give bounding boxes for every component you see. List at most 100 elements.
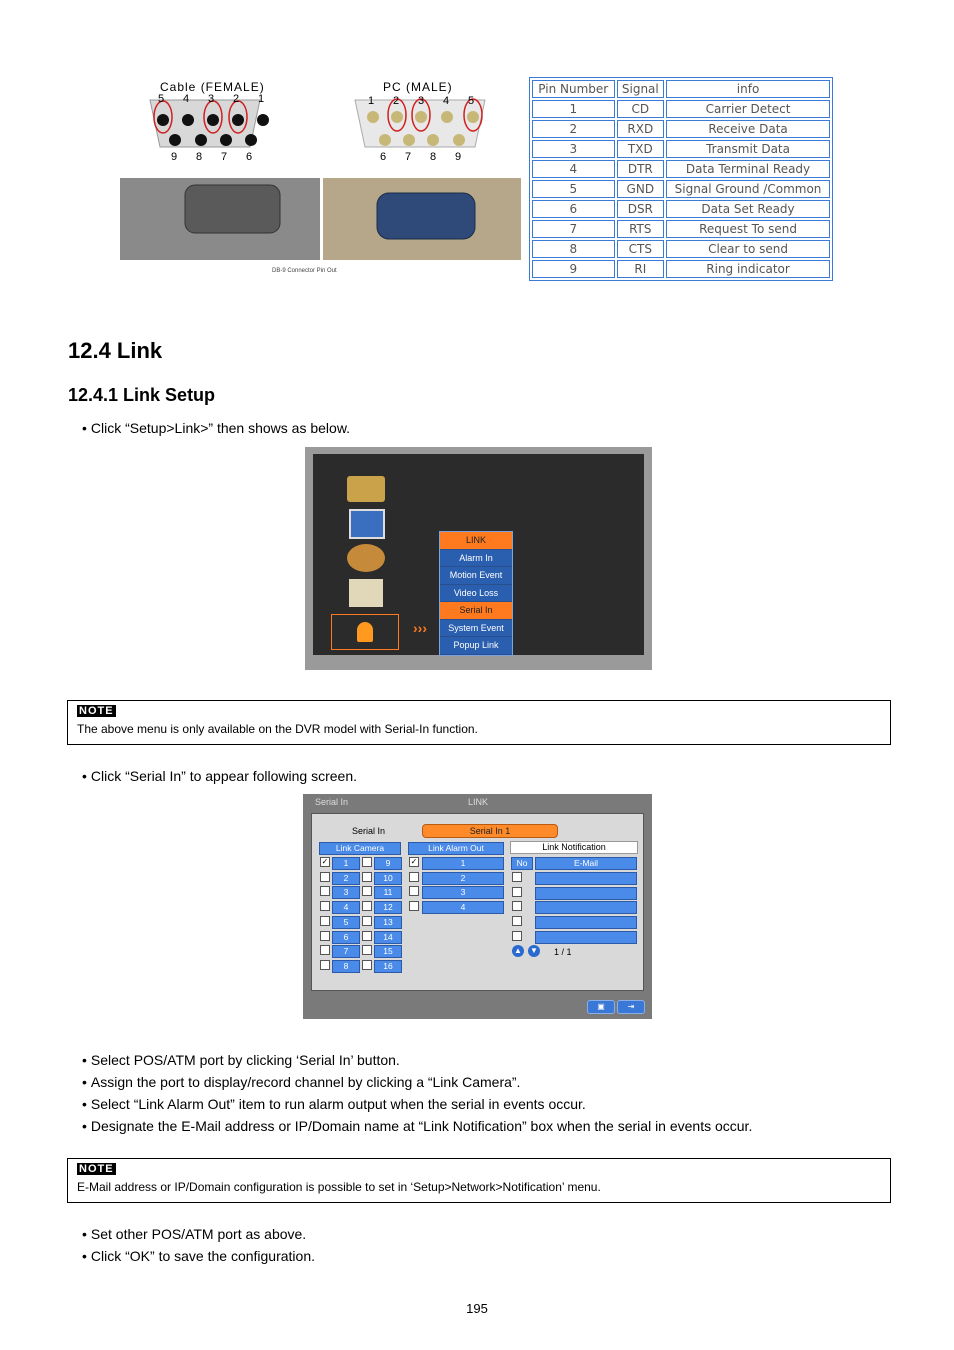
link-camera-checkbox[interactable] xyxy=(362,930,372,941)
link-camera-checkbox[interactable] xyxy=(320,915,330,926)
link-camera-channel[interactable]: 9 xyxy=(374,857,402,870)
pin-table-cell: 8 xyxy=(532,240,615,258)
link-camera-channel[interactable]: 14 xyxy=(374,930,402,944)
link-alarm-output[interactable]: 4 xyxy=(422,901,504,915)
link-camera-channel[interactable]: 12 xyxy=(374,901,402,915)
note-text: The above menu is only available on the … xyxy=(77,722,478,736)
notification-checkbox[interactable] xyxy=(512,886,522,897)
pin-table-cell: RXD xyxy=(616,120,665,138)
pin-table-cell: Data Set Ready xyxy=(666,200,830,218)
menu-item-link: LINK xyxy=(440,532,512,550)
link-camera-checkbox[interactable] xyxy=(362,871,372,882)
menu-item-system-event[interactable]: System Event xyxy=(440,620,512,637)
exit-icon-button[interactable]: ⇥ xyxy=(617,1000,645,1014)
page-number: 195 xyxy=(466,1301,488,1316)
pin-table-cell: Carrier Detect xyxy=(666,100,830,118)
notification-address-field[interactable] xyxy=(535,901,637,915)
link-alarm-out-header[interactable]: Link Alarm Out xyxy=(408,842,504,855)
link-camera-channel[interactable]: 3 xyxy=(332,886,360,900)
link-camera-checkbox[interactable] xyxy=(362,886,372,897)
pin-table-cell: 1 xyxy=(532,100,615,118)
link-camera-header[interactable]: Link Camera xyxy=(319,842,401,855)
link-camera-channel[interactable]: 4 xyxy=(332,901,360,915)
link-camera-checkbox[interactable] xyxy=(362,959,372,970)
notification-address-field[interactable] xyxy=(535,872,637,885)
notification-checkbox[interactable] xyxy=(512,930,522,941)
link-camera-channel[interactable]: 11 xyxy=(374,886,402,900)
notification-checkbox[interactable] xyxy=(512,916,522,927)
link-camera-checkbox[interactable] xyxy=(362,945,372,956)
link-icon-highlight[interactable] xyxy=(331,614,399,650)
link-camera-channel[interactable]: 7 xyxy=(332,945,360,959)
link-camera-channel[interactable]: 16 xyxy=(374,959,402,973)
link-alarm-checkbox[interactable] xyxy=(409,871,419,882)
pin-label: 4 xyxy=(183,93,190,105)
link-camera-channel[interactable]: 8 xyxy=(332,959,360,973)
pin-table-cell: Request To send xyxy=(666,220,830,238)
pin-table-header-cell: Pin Number xyxy=(532,80,615,98)
link-notification-header: Link Notification xyxy=(510,841,638,854)
serial-in-select[interactable]: Serial In 1 xyxy=(422,824,558,838)
link-camera-checkbox[interactable] xyxy=(362,857,372,867)
link-alarm-checkbox[interactable]: ✓ xyxy=(409,857,419,867)
notification-checkbox[interactable] xyxy=(512,901,522,912)
pin-table-cell: 6 xyxy=(532,200,615,218)
instruction-item: Select POS/ATM port by clicking ‘Serial … xyxy=(82,1051,752,1069)
notification-address-field[interactable] xyxy=(535,916,637,930)
alarm-light-icon xyxy=(357,622,373,642)
menu-item-motion-event[interactable]: Motion Event xyxy=(440,567,512,585)
link-alarm-output[interactable]: 3 xyxy=(422,886,504,900)
link-camera-channel[interactable]: 15 xyxy=(374,945,402,959)
notification-address-field[interactable] xyxy=(535,886,637,900)
link-camera-channel[interactable]: 1 xyxy=(332,857,360,870)
page-up-icon[interactable]: ▲ xyxy=(512,945,524,957)
pin-label: 8 xyxy=(430,151,437,163)
notification-address-field[interactable] xyxy=(535,930,637,944)
event-icon xyxy=(349,579,383,607)
menu-item-serial-in[interactable]: Serial In xyxy=(440,602,512,620)
link-camera-checkbox[interactable] xyxy=(320,886,330,897)
instruction-item: Designate the E-Mail address or IP/Domai… xyxy=(82,1117,752,1135)
pin-table-cell: Signal Ground /Common xyxy=(666,180,830,198)
link-alarm-checkbox[interactable] xyxy=(409,886,419,897)
link-alarm-output[interactable]: 2 xyxy=(422,871,504,885)
link-camera-checkbox[interactable] xyxy=(320,945,330,956)
save-icon-button[interactable]: ▣ xyxy=(587,1000,615,1014)
link-camera-checkbox[interactable] xyxy=(320,901,330,912)
link-alarm-checkbox[interactable] xyxy=(409,901,419,912)
pin-table-cell: DSR xyxy=(616,200,665,218)
instruction-item: Click “OK” to save the configuration. xyxy=(82,1247,315,1265)
link-camera-checkbox[interactable] xyxy=(320,871,330,882)
link-camera-checkbox[interactable]: ✓ xyxy=(320,857,330,867)
link-camera-checkbox[interactable] xyxy=(362,915,372,926)
pin-table-cell: 5 xyxy=(532,180,615,198)
pin-table-cell: CD xyxy=(616,100,665,118)
menu-item-popup-link[interactable]: Popup Link xyxy=(440,637,512,655)
pin-label: 6 xyxy=(246,151,253,163)
menu-item-alarm-in[interactable]: Alarm In xyxy=(440,550,512,567)
pin-table-cell: 9 xyxy=(532,260,615,278)
link-alarm-output[interactable]: 1 xyxy=(422,857,504,870)
pin-label: 7 xyxy=(405,151,412,163)
link-camera-checkbox[interactable] xyxy=(320,930,330,941)
link-camera-channel[interactable]: 13 xyxy=(374,915,402,929)
link-camera-channel[interactable]: 6 xyxy=(332,930,360,944)
link-camera-channel[interactable]: 2 xyxy=(332,871,360,885)
link-camera-checkbox[interactable] xyxy=(320,959,330,970)
pin-table-header-cell: Signal xyxy=(616,80,665,98)
page-down-icon[interactable]: ▼ xyxy=(528,945,540,957)
link-camera-channel[interactable]: 10 xyxy=(374,871,402,885)
pin-label: 2 xyxy=(233,93,240,105)
record-icon xyxy=(347,544,385,572)
pin-label: 1 xyxy=(258,93,265,105)
link-camera-channel[interactable]: 5 xyxy=(332,915,360,929)
menu-item-video-loss[interactable]: Video Loss xyxy=(440,585,512,602)
link-camera-checkbox[interactable] xyxy=(362,901,372,912)
subsection-title: 12.4.1 Link Setup xyxy=(68,385,216,405)
pin-table-cell: 7 xyxy=(532,220,615,238)
notification-checkbox[interactable] xyxy=(512,872,522,882)
